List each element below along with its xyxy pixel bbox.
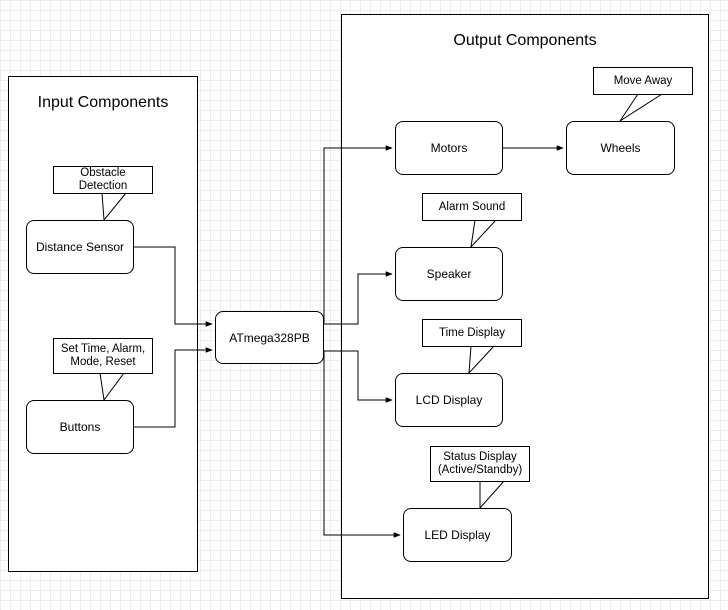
move-away-text: Move Away xyxy=(613,74,673,87)
status-display-callout: Status Display (Active/Standby) xyxy=(430,446,530,482)
speaker-node[interactable]: Speaker xyxy=(395,247,503,301)
time-display-pointer xyxy=(468,345,495,375)
buttons-label: Buttons xyxy=(59,420,101,434)
move-away-pointer xyxy=(619,93,663,122)
output-components-group: Output Components xyxy=(341,14,709,599)
move-away-callout: Move Away xyxy=(593,67,693,95)
time-display-text: Time Display xyxy=(438,326,506,339)
wheels-label: Wheels xyxy=(600,141,641,155)
led-display-label: LED Display xyxy=(424,528,491,542)
speaker-label: Speaker xyxy=(426,267,472,281)
edge-mcu-to-motors xyxy=(323,145,393,324)
input-components-title: Input Components xyxy=(37,94,169,111)
buttons-node[interactable]: Buttons xyxy=(26,400,134,454)
buttons-note-callout: Set Time, Alarm, Mode, Reset xyxy=(53,338,153,374)
lcd-display-label: LCD Display xyxy=(415,393,483,407)
lcd-display-node[interactable]: LCD Display xyxy=(395,373,503,427)
led-display-node[interactable]: LED Display xyxy=(403,508,512,562)
motors-label: Motors xyxy=(430,141,468,155)
status-display-pointer xyxy=(479,480,505,510)
buttons-note-text: Set Time, Alarm, Mode, Reset xyxy=(60,343,146,368)
obstacle-detection-pointer xyxy=(101,192,127,222)
wheels-node[interactable]: Wheels xyxy=(566,121,675,175)
atmega328pb-label: ATmega328PB xyxy=(229,330,310,345)
output-components-title: Output Components xyxy=(453,32,597,49)
atmega328pb-node[interactable]: ATmega328PB xyxy=(215,311,324,364)
edge-mcu-to-lcd xyxy=(324,350,393,403)
obstacle-detection-text: Obstacle Detection xyxy=(78,167,128,192)
distance-sensor-label: Distance Sensor xyxy=(35,240,125,254)
edge-mcu-to-speaker xyxy=(324,271,393,325)
buttons-note-pointer xyxy=(99,372,125,402)
alarm-sound-text: Alarm Sound xyxy=(438,200,506,213)
edge-buttons-to-mcu xyxy=(134,347,213,428)
edge-mcu-to-led xyxy=(323,351,401,538)
distance-sensor-node[interactable]: Distance Sensor xyxy=(26,220,134,274)
status-display-text: Status Display (Active/Standby) xyxy=(437,451,523,476)
alarm-sound-pointer xyxy=(470,219,497,249)
alarm-sound-callout: Alarm Sound xyxy=(422,193,522,221)
obstacle-detection-callout: Obstacle Detection xyxy=(53,166,153,194)
input-components-group: Input Components xyxy=(8,76,198,572)
time-display-callout: Time Display xyxy=(422,319,522,347)
motors-node[interactable]: Motors xyxy=(395,121,503,175)
edge-distance-sensor-to-mcu xyxy=(134,246,213,327)
